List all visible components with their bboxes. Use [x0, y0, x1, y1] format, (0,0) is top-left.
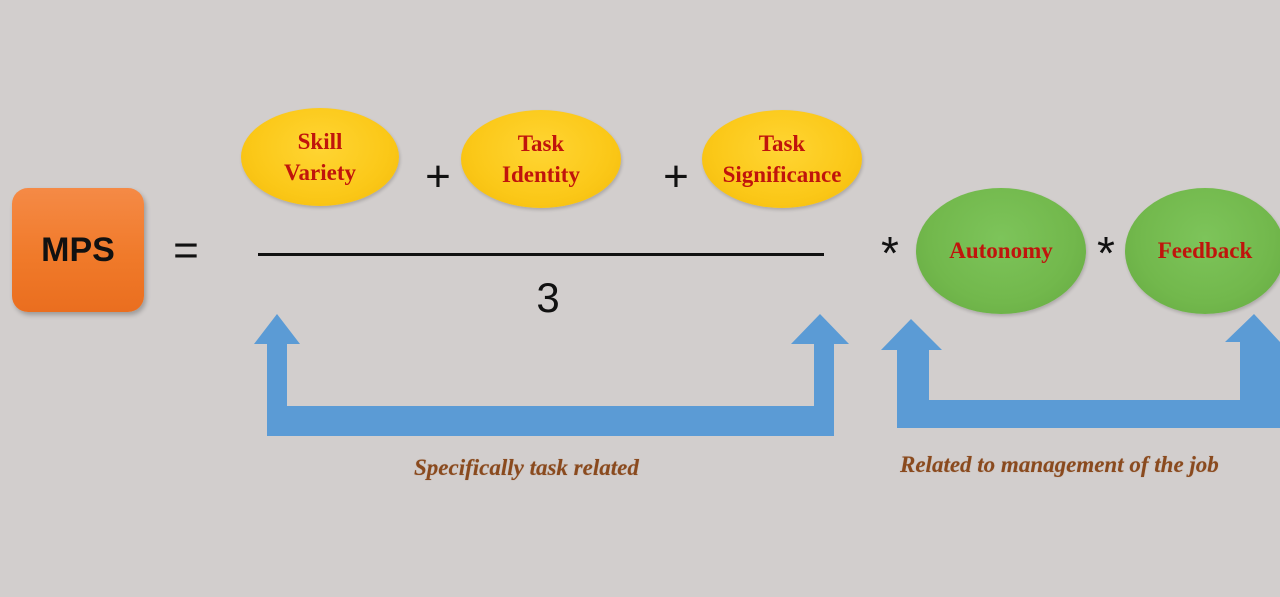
equals-sign: =: [173, 226, 199, 275]
task-identity-label-line1: Task: [517, 130, 565, 156]
skill-variety-label-line1: Skill: [297, 128, 343, 154]
plus-sign-1: +: [425, 152, 451, 201]
task-significance-label-line1: Task: [758, 130, 806, 156]
plus-sign-2: +: [663, 152, 689, 201]
feedback-label: Feedback: [1157, 238, 1253, 264]
feedback-ellipse: Feedback: [1125, 188, 1280, 314]
task-identity-ellipse: Task Identity: [461, 110, 621, 208]
mps-box: MPS: [12, 188, 144, 312]
management-bracket-arrow: [881, 314, 1280, 428]
multiply-sign-2: *: [1097, 227, 1115, 279]
task-significance-label-line2: Significance: [722, 162, 842, 187]
autonomy-ellipse: Autonomy: [916, 188, 1086, 314]
skill-variety-label-line2: Variety: [284, 160, 356, 185]
management-group-caption: Related to management of the job: [900, 452, 1219, 477]
task-significance-ellipse: Task Significance: [702, 110, 862, 208]
fraction-line: [258, 253, 824, 256]
task-identity-label-line2: Identity: [502, 162, 580, 187]
autonomy-label: Autonomy: [949, 238, 1053, 264]
task-bracket-arrow: [254, 314, 849, 436]
multiply-sign-1: *: [881, 227, 899, 279]
skill-variety-ellipse: Skill Variety: [241, 108, 399, 206]
denominator: 3: [536, 274, 560, 321]
task-group-caption: Specifically task related: [414, 455, 639, 480]
mps-label: MPS: [41, 230, 115, 269]
